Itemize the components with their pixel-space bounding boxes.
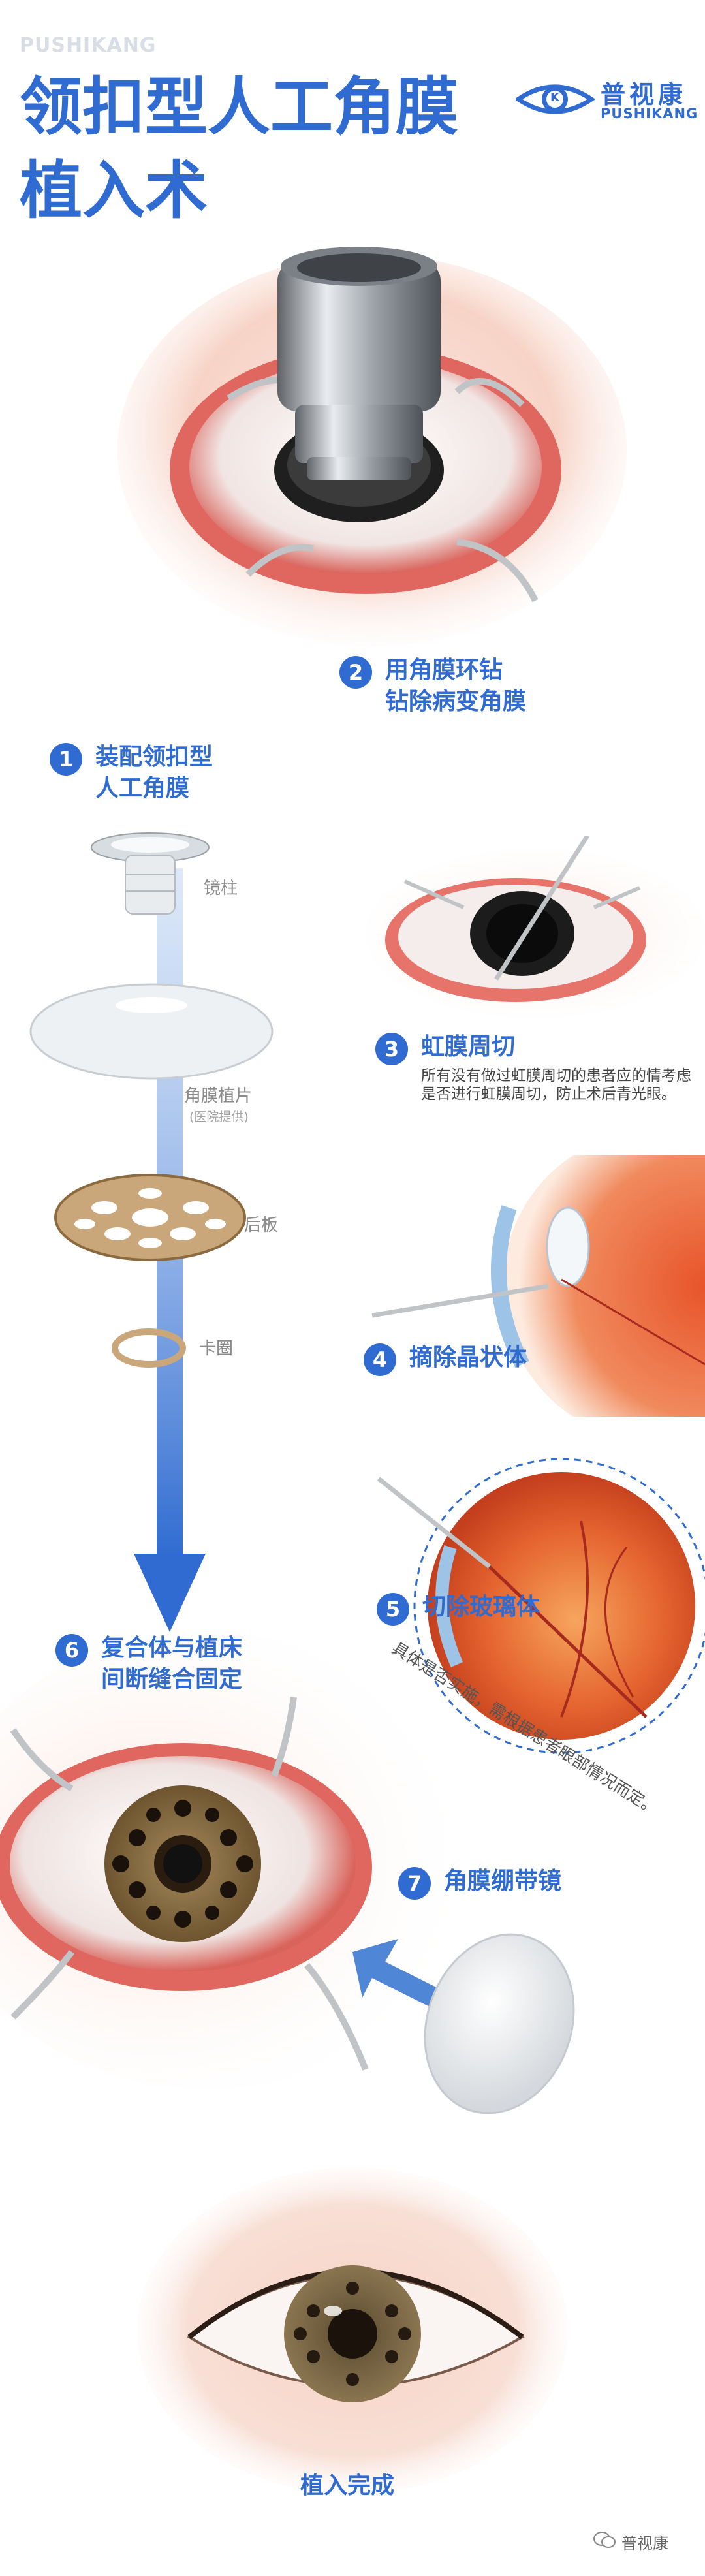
- part-back-plate-label: 后板: [244, 1216, 279, 1235]
- part-graft-label: 角膜植片: [184, 1086, 253, 1106]
- step-3-note: 所有没有做过虹膜周切的患者应的情考虑是否进行虹膜周切，防止术后青光眼。: [421, 1067, 691, 1103]
- step-2-title-line-2: 钻除病变角膜: [385, 688, 527, 715]
- logo-english-name: PUSHIKANG: [601, 106, 698, 121]
- logo-chinese-name: 普视康: [601, 80, 687, 109]
- completed-eye-illustration: [137, 2167, 568, 2494]
- step-7-title: 角膜绷带镜: [444, 1868, 562, 1894]
- corneal-graft-icon: [29, 983, 274, 1080]
- trephine-eye-illustration: [118, 247, 627, 646]
- part-graft-note: (医院提供): [189, 1110, 249, 1124]
- iridectomy-eye-illustration: [366, 836, 705, 1018]
- logo-mark: K: [550, 91, 559, 104]
- bandage-lens-icon: [352, 1933, 575, 2114]
- part-ring-label: 卡圈: [199, 1339, 234, 1359]
- step-2-title-line-1: 用角膜环钻: [385, 657, 503, 683]
- step-3-title: 虹膜周切: [421, 1033, 516, 1060]
- step-5-number: 5: [377, 1593, 409, 1626]
- eye-logo-icon: [516, 84, 596, 114]
- footer-watermark: 普视康: [621, 2534, 668, 2552]
- back-plate-icon: [54, 1174, 246, 1261]
- step-6-number: 6: [55, 1634, 88, 1667]
- step-6-title-line-2: 间断缝合固定: [101, 1666, 243, 1693]
- lens-removal-illustration: [371, 1155, 705, 1417]
- step-4-title: 摘除晶状体: [409, 1344, 527, 1371]
- brand-watermark: PUSHIKANG: [20, 34, 157, 57]
- sutured-implant-eye-illustration: [0, 1632, 470, 2089]
- wechat-icon: [593, 2532, 616, 2548]
- step-1-title-line-1: 装配领扣型: [95, 744, 213, 770]
- step-4-number: 4: [364, 1343, 396, 1376]
- part-stem-label: 镜柱: [204, 879, 238, 898]
- page-title: 领扣型人工角膜植入术: [20, 71, 458, 227]
- optic-stem-icon: [91, 832, 210, 915]
- step-7-number: 7: [398, 1867, 431, 1900]
- step-1-title-line-2: 人工角膜: [95, 775, 190, 802]
- step-2-number: 2: [339, 656, 372, 689]
- locking-ring-icon: [112, 1328, 186, 1368]
- final-label: 植入完成: [300, 2472, 395, 2499]
- vitrectomy-illustration: [377, 1458, 705, 1754]
- step-5-title: 切除玻璃体: [422, 1594, 540, 1620]
- step-3-number: 3: [375, 1033, 408, 1065]
- step-1-number: 1: [50, 743, 82, 776]
- step-6-title-line-1: 复合体与植床: [101, 1635, 243, 1661]
